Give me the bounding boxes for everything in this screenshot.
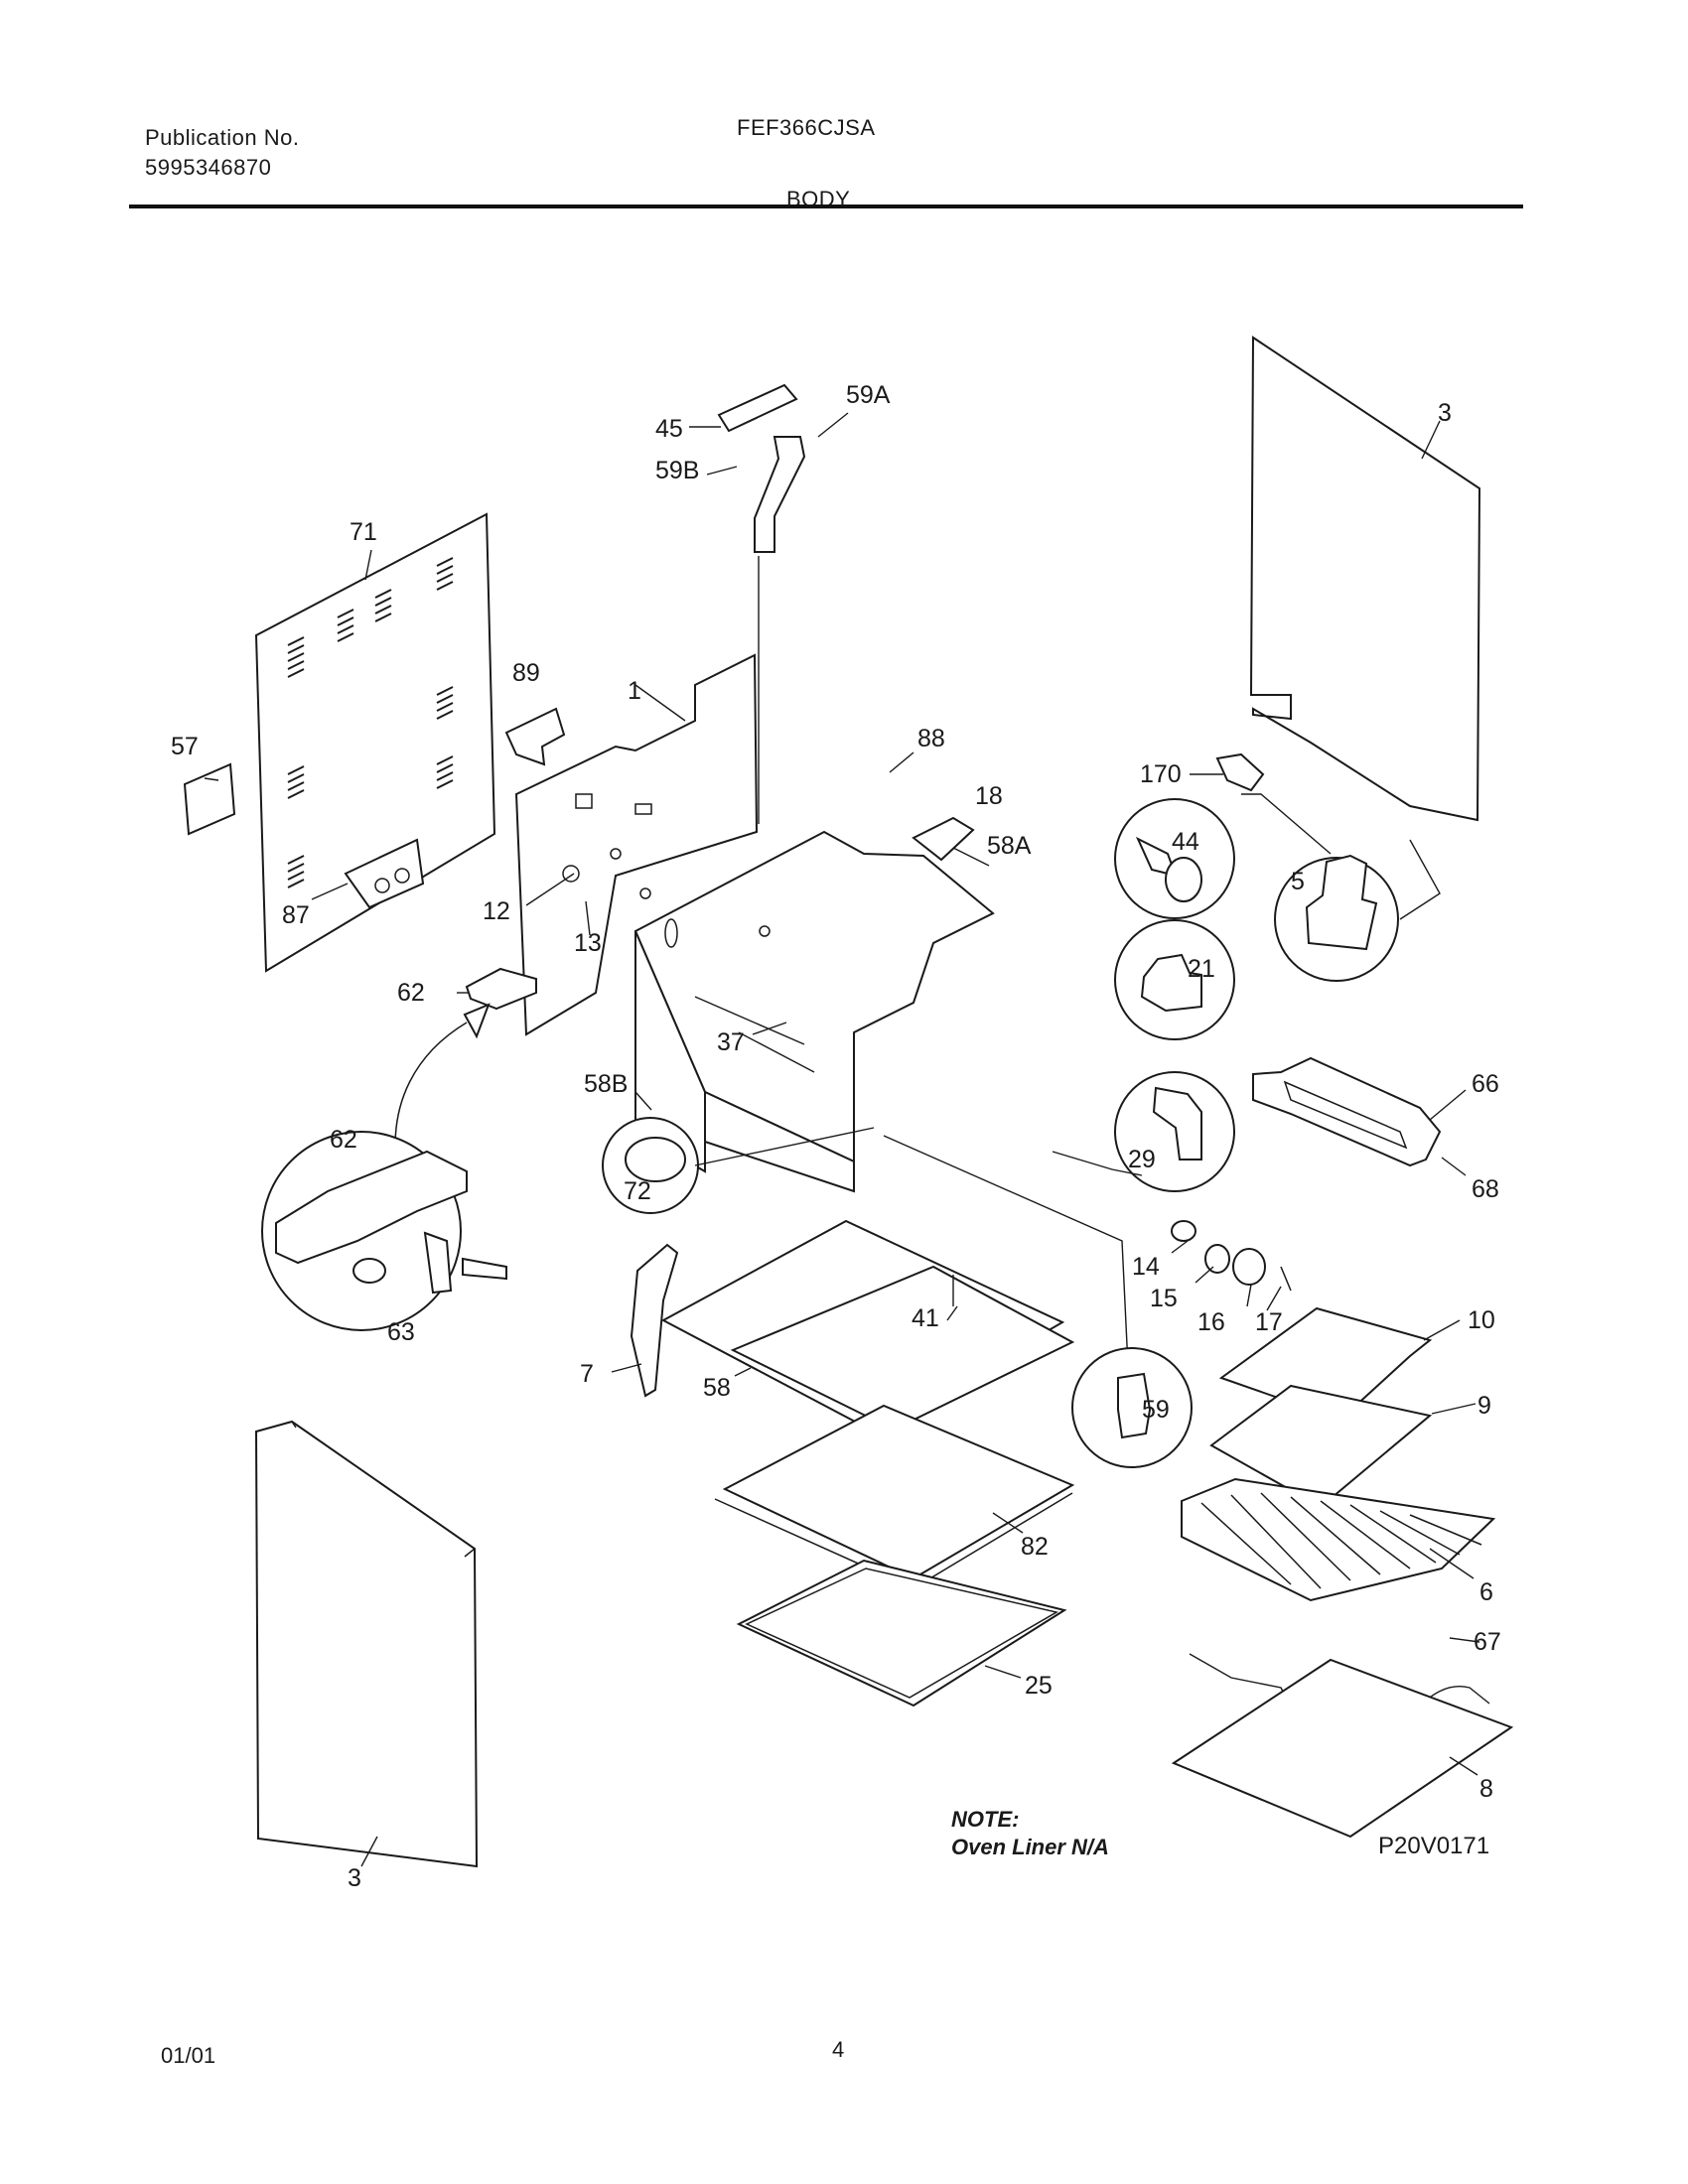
detail-5 [1274,854,1399,982]
bracket-57 [183,762,236,836]
header-rule [129,205,1523,208]
probe-37 [694,996,805,1045]
bracket-89 [504,707,566,766]
hinge-7 [630,1243,679,1398]
detail-29 [1114,1071,1235,1192]
part-15 [1204,1244,1230,1274]
callout-58: 58 [703,1374,731,1402]
detail-59 [1071,1347,1193,1468]
part-18 [912,816,975,862]
note-heading: NOTE: [951,1807,1020,1832]
detail-62-63 [261,1131,507,1331]
callout-82: 82 [1021,1533,1049,1561]
callout-62-detail: 62 [330,1126,357,1154]
drawing-id: P20V0171 [1378,1833,1490,1859]
callout-17: 17 [1255,1308,1283,1336]
callout-6: 6 [1479,1578,1493,1606]
callout-3-top: 3 [1438,399,1452,427]
rear-panel-71 [254,512,496,973]
callout-58B: 58B [584,1070,628,1098]
callout-44: 44 [1172,828,1199,856]
callout-14: 14 [1132,1253,1160,1281]
callout-88: 88 [917,725,945,752]
detail-44 [1114,798,1235,919]
callout-57: 57 [171,733,199,760]
callout-68: 68 [1472,1175,1499,1203]
part-14 [1171,1220,1196,1242]
callout-59: 59 [1142,1396,1170,1424]
callout-15: 15 [1150,1285,1178,1312]
side-panel-3-bottom [254,1420,479,1868]
back-wall-1 [514,653,759,1036]
callout-59A: 59A [846,381,891,409]
leader-5 [1241,793,1441,920]
callout-58A: 58A [987,832,1032,860]
callout-18: 18 [975,782,1003,810]
callout-13: 13 [574,929,602,957]
callout-37: 37 [717,1028,745,1056]
callout-67: 67 [1474,1628,1501,1656]
callout-170: 170 [1140,760,1182,788]
part-82 [722,1404,1075,1580]
callout-10: 10 [1468,1306,1495,1334]
callout-3-bottom: 3 [348,1864,361,1892]
callout-89: 89 [512,659,540,687]
oven-cavity [633,830,995,1193]
part-170 [1215,752,1265,792]
callout-labels: 71 57 89 1 88 45 59A 59B 3 170 44 5 18 5… [171,381,1501,1892]
publication-number: 5995346870 [145,155,272,180]
model-number: FEF366CJSA [737,115,876,140]
callout-1: 1 [628,677,641,705]
callout-66: 66 [1472,1070,1499,1098]
arrow-head [463,1003,491,1039]
callout-59B: 59B [655,457,699,484]
leader-72 [694,1127,875,1166]
broil-element-66 [1252,1056,1442,1167]
oven-rack-6 [1181,1477,1496,1602]
callout-21: 21 [1188,955,1215,983]
bracket-62 [465,967,537,1011]
page-number: 4 [832,2037,845,2062]
callout-16: 16 [1197,1308,1225,1336]
callout-29: 29 [1128,1146,1156,1173]
footer-date: 01/01 [161,2043,216,2068]
detail-21 [1114,919,1235,1040]
callout-9: 9 [1477,1392,1491,1420]
part-17 [1280,1266,1292,1292]
callout-45: 45 [655,415,683,443]
callout-8: 8 [1479,1775,1493,1803]
part-8 [1171,1658,1514,1839]
callout-12: 12 [483,897,510,925]
publication-label: Publication No. [145,125,300,150]
callout-63: 63 [387,1318,415,1346]
callout-41: 41 [912,1304,939,1332]
part-59A [754,436,806,553]
leader-lines [204,412,1480,1867]
part-25 [736,1559,1067,1707]
panel-58-face [730,1265,1075,1432]
callout-7: 7 [580,1360,594,1388]
callout-5: 5 [1291,868,1305,895]
part-45 [717,383,798,433]
part-16 [1232,1248,1266,1286]
broil-element-inner [1283,1080,1408,1150]
part-25-inner [745,1568,1059,1699]
leader-29 [1052,1151,1143,1176]
callout-72: 72 [624,1177,651,1205]
callout-25: 25 [1025,1672,1053,1700]
callout-62: 62 [397,979,425,1007]
callout-71: 71 [350,518,377,546]
note-text: Oven Liner N/A [951,1835,1109,1859]
callout-87: 87 [282,901,310,929]
